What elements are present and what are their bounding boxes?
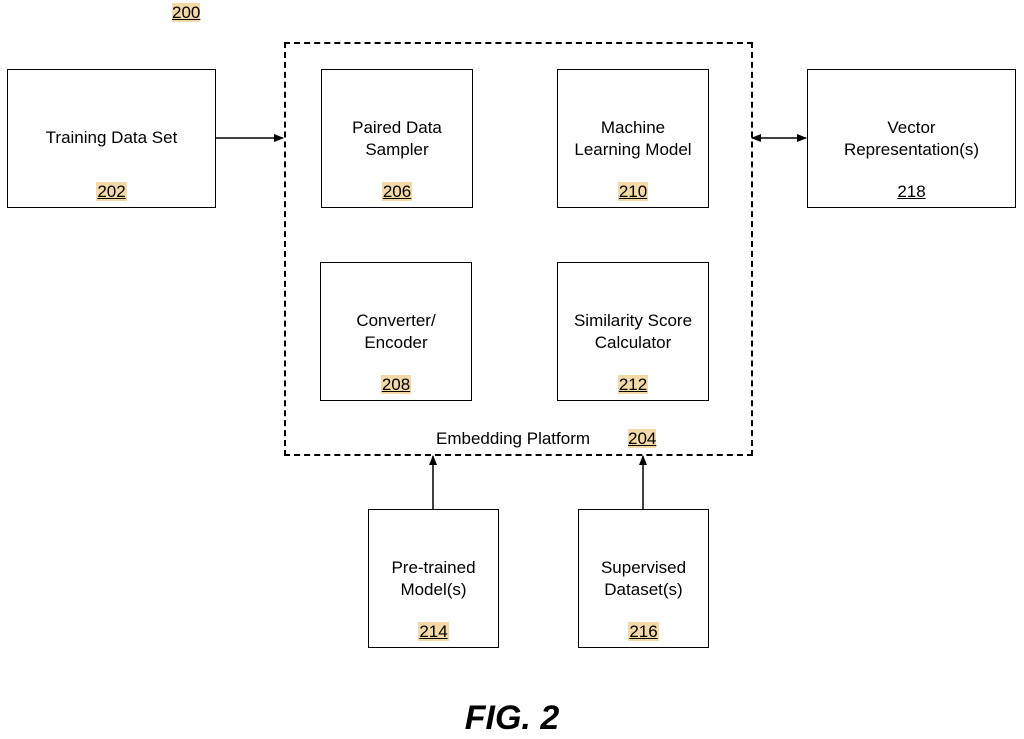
- block-ref: 202: [96, 182, 127, 201]
- block-title-line2: Dataset(s): [604, 580, 683, 599]
- block-ref: 216: [628, 622, 659, 641]
- block-title-line2: Encoder: [364, 333, 428, 352]
- block-ref: 210: [617, 182, 649, 201]
- block-paired-data-sampler: Paired Data Sampler 206: [321, 69, 473, 208]
- embedding-platform-ref: 204: [628, 429, 657, 449]
- block-title: Training Data Set: [45, 128, 178, 147]
- figure-ref-number: 200: [172, 3, 201, 23]
- block-pretrained-models: Pre-trained Model(s) 214: [368, 509, 499, 648]
- block-ref: 208: [380, 375, 412, 394]
- block-ref: 206: [381, 182, 413, 201]
- block-title-line2: Sampler: [365, 140, 429, 159]
- block-training-data-set: Training Data Set 202: [7, 69, 216, 208]
- embedding-platform-label: Embedding Platform: [436, 429, 590, 449]
- block-title-line1: Vector: [887, 118, 936, 137]
- platform-ref-text: 204: [628, 429, 657, 448]
- block-title-line1: Converter/: [356, 311, 436, 330]
- block-title-line1: Paired Data: [352, 118, 442, 137]
- block-machine-learning-model: Machine Learning Model 210: [557, 69, 709, 208]
- embedding-platform-container: [284, 42, 753, 456]
- block-title-line1: Pre-trained: [391, 558, 476, 577]
- block-title-line2: Learning Model: [574, 140, 692, 159]
- block-supervised-datasets: Supervised Dataset(s) 216: [578, 509, 709, 648]
- block-ref: 212: [617, 375, 649, 394]
- block-converter-encoder: Converter/ Encoder 208: [320, 262, 472, 401]
- figure-ref-text: 200: [172, 3, 201, 22]
- block-ref: 214: [418, 622, 449, 641]
- figure-caption: FIG. 2: [464, 699, 560, 737]
- block-title-line2: Model(s): [400, 580, 467, 599]
- block-title-line1: Machine: [600, 118, 666, 137]
- block-similarity-score-calculator: Similarity Score Calculator 212: [557, 262, 709, 401]
- block-title-line1: Similarity Score: [573, 311, 693, 330]
- block-vector-representations: Vector Representation(s) 218: [807, 69, 1016, 208]
- block-ref: 218: [897, 182, 926, 201]
- block-title-line2: Calculator: [594, 333, 672, 352]
- block-title-line1: Supervised: [600, 558, 687, 577]
- platform-label-text: Embedding Platform: [436, 429, 591, 448]
- block-title-line2: Representation(s): [843, 140, 980, 159]
